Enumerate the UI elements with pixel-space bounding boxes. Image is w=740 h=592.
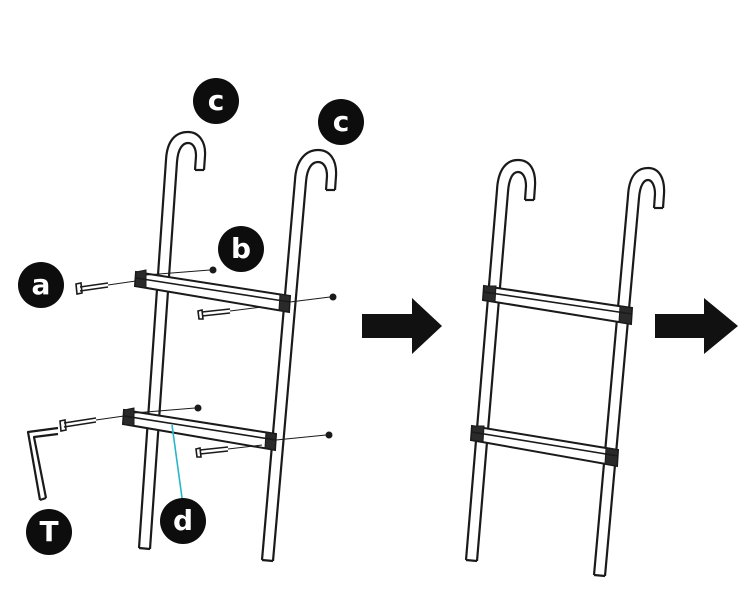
callout-c-left: c [193,78,239,124]
callout-c-right-label: c [332,105,350,138]
hex-key-icon [26,426,59,502]
nut-lower [133,404,202,414]
left-rail [137,130,207,549]
bolt-upper-under [197,306,263,320]
leader-d [171,424,184,506]
right-rail-inner [271,160,329,562]
left-rail-inner [148,141,198,550]
callout-t-label: T [39,515,59,548]
nut-lower-right [275,431,333,441]
assembled-lower-step [469,424,620,468]
assembled-upper-step [481,284,634,326]
callout-t: T [26,509,72,555]
callout-c-right: c [318,99,364,145]
right-rail [260,148,338,561]
callout-b-label: b [230,232,252,265]
nut-upper [145,266,217,276]
callout-a-label: a [31,268,51,301]
upper-step [133,269,292,314]
nut-upper-right [289,293,337,303]
callout-c-left-label: c [207,84,225,117]
callout-b: b [218,226,264,272]
callout-d: d [160,498,206,544]
assembled-ladder [464,158,666,578]
assembled-right-rail [592,166,666,576]
assembled-left-rail [464,158,537,561]
right-arrow-icon [655,298,738,354]
right-arrow-icon [362,298,442,354]
lower-step [121,407,278,452]
bolt-lower-under [195,444,263,458]
callout-d-label: d [172,504,194,537]
bolt-lower-left [59,415,125,432]
bolt-upper-left [75,280,137,295]
exploded-ladder [26,130,338,563]
callout-a: a [18,262,64,308]
